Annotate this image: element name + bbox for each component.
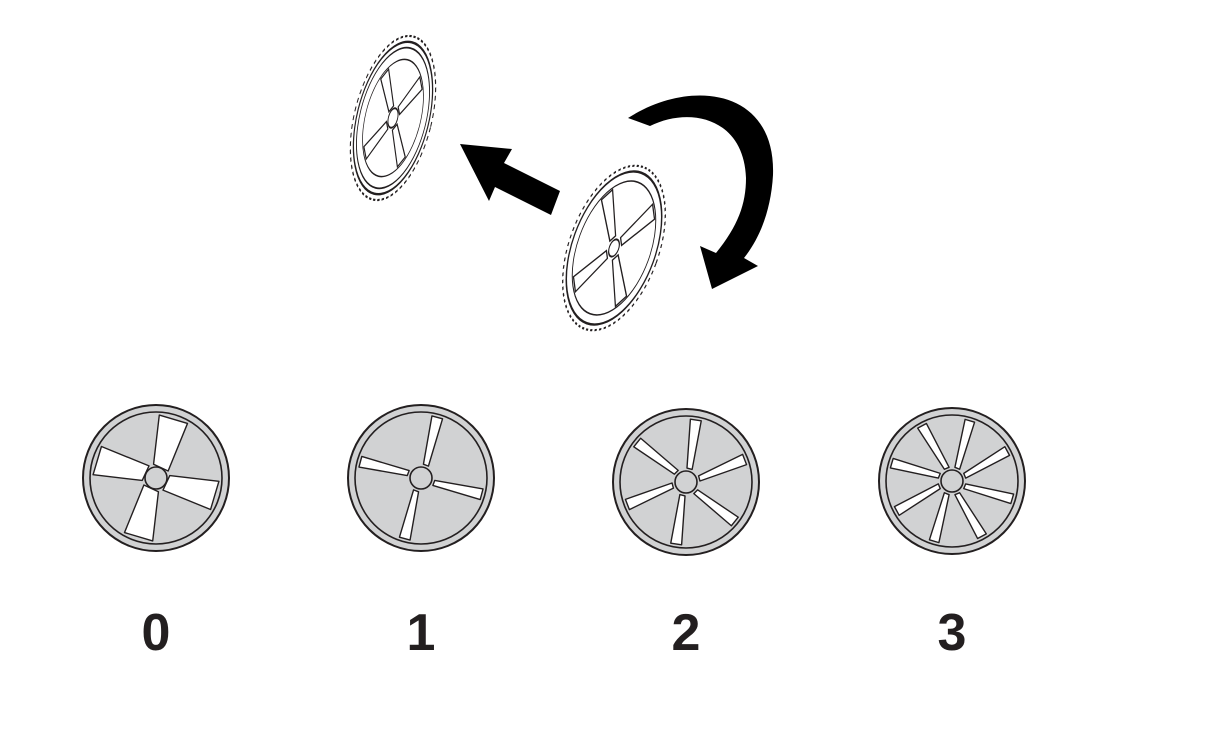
disc-slot <box>432 479 484 501</box>
disc-slot <box>600 188 617 243</box>
disc-slot <box>893 483 941 517</box>
setting-label-0: 0 <box>142 604 171 662</box>
disc-slot <box>916 422 950 470</box>
disc-slot <box>363 120 389 161</box>
setting-label-1: 1 <box>407 604 436 662</box>
setting-disc-1-icon <box>347 404 495 552</box>
disc-slot <box>928 492 950 544</box>
disc-slot <box>611 253 628 308</box>
setting-disc-2-icon <box>612 408 760 556</box>
disc-slot <box>693 489 739 527</box>
disc-slot <box>572 249 609 294</box>
disc-slot <box>624 482 675 511</box>
disc-slot <box>391 122 406 169</box>
disc-slot <box>380 67 395 114</box>
disc-slot <box>619 202 656 247</box>
disc-slot <box>963 445 1011 479</box>
disc-slot <box>954 418 976 470</box>
disc-slot <box>670 493 686 546</box>
disc-slot <box>422 415 444 467</box>
disc-slot <box>686 418 702 471</box>
disc-slot <box>963 483 1015 505</box>
disc-slot <box>697 453 748 482</box>
disc-slot <box>954 492 988 540</box>
disc-slot <box>397 75 423 116</box>
disc-slot <box>633 437 679 475</box>
disc-slot <box>398 489 420 541</box>
flipped-disc-icon <box>562 164 666 332</box>
disc-slot <box>889 457 941 479</box>
setting-disc-3-icon <box>878 407 1026 555</box>
setting-label-3: 3 <box>938 604 967 662</box>
flip-rotation-arrow-icon <box>628 95 774 289</box>
setting-label-2: 2 <box>672 604 701 662</box>
settings-row <box>82 404 1026 556</box>
setting-disc-0-icon <box>82 404 230 552</box>
removed-disc-icon <box>349 34 437 202</box>
remove-direction-arrow-icon <box>460 144 560 215</box>
disc-slot <box>358 455 410 477</box>
